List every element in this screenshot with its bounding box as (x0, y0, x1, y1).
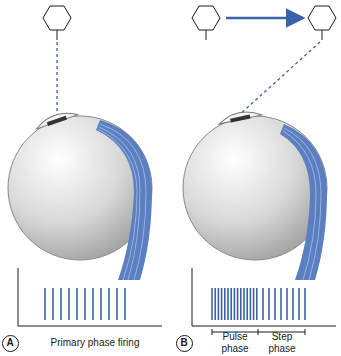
spike (243, 288, 245, 320)
extraocular-muscle (96, 120, 152, 280)
spike (224, 288, 226, 320)
spike (108, 288, 110, 320)
phase-label: Step phase (260, 331, 304, 355)
panel-letter-circle: B (176, 335, 193, 352)
panel-letter: A (6, 338, 13, 348)
spike-train (45, 288, 125, 320)
firing-chart (18, 268, 162, 326)
spike (250, 288, 252, 320)
spike (246, 288, 248, 320)
spike (280, 288, 282, 320)
spike (237, 288, 239, 320)
spike (84, 288, 86, 320)
spike (274, 288, 276, 320)
spike (221, 288, 223, 320)
line-of-sight (56, 42, 57, 114)
spike (253, 288, 255, 320)
fixation-target (192, 6, 336, 40)
spike (211, 288, 213, 320)
spike (240, 288, 242, 320)
spike (76, 288, 78, 320)
spike (298, 288, 300, 320)
spike (292, 288, 294, 320)
spike (92, 288, 94, 320)
target-shift-arrow (226, 17, 303, 20)
spike (230, 288, 232, 320)
spike (268, 288, 270, 320)
spike (214, 288, 216, 320)
extraocular-muscle (280, 124, 327, 280)
panel-letter: B (180, 338, 187, 348)
spike (256, 288, 258, 320)
spike-train (212, 288, 305, 320)
spike (100, 288, 102, 320)
fixation-target (43, 6, 71, 40)
phase-label: Pulse phase (213, 331, 257, 355)
spike (60, 288, 62, 320)
spike (68, 288, 70, 320)
spike (234, 288, 236, 320)
line-of-sight (238, 42, 320, 116)
spike (262, 288, 264, 320)
spike (124, 288, 126, 320)
chart-caption: Primary phase firing (51, 337, 140, 349)
spike (304, 288, 306, 320)
spike (52, 288, 54, 320)
spike (227, 288, 229, 320)
spike (44, 288, 46, 320)
spike (218, 288, 220, 320)
panel-letter-circle: A (2, 335, 19, 352)
spike (116, 288, 118, 320)
eyeball (183, 108, 327, 260)
firing-chart (192, 268, 336, 335)
spike (286, 288, 288, 320)
